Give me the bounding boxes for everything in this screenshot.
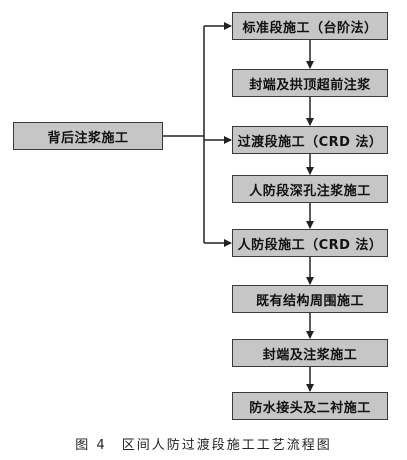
step-deep-hole-grouting-box: 人防段深孔注浆施工 [232,175,388,203]
step-waterproof-lining-box: 防水接头及二衬施工 [232,392,388,420]
step-existing-structure-box: 既有结构周围施工 [232,285,388,313]
step-civil-defense-section-box: 人防段施工（CRD 法） [232,229,388,257]
step-label: 标准段施工（台阶法） [242,20,378,36]
step-label: 人防段深孔注浆施工 [249,183,371,199]
step-label: 人防段施工（CRD 法） [237,237,383,253]
step-label: 封端及注浆施工 [262,347,358,363]
step-label: 既有结构周围施工 [255,293,364,309]
step-label: 封端及拱顶超前注浆 [249,77,371,93]
step-end-sealing-grouting-box: 封端及注浆施工 [232,339,388,367]
figure-caption: 图 4 区间人防过渡段施工工艺流程图 [75,438,332,453]
step-label: 过渡段施工（CRD 法） [237,134,383,150]
step-transition-section-box: 过渡段施工（CRD 法） [232,126,388,154]
step-end-sealing-pregrouting-box: 封端及拱顶超前注浆 [232,69,388,97]
step-label: 防水接头及二衬施工 [249,400,371,416]
grouting-behind-box: 背后注浆施工 [13,122,163,150]
step-standard-section-box: 标准段施工（台阶法） [232,12,388,40]
grouting-behind-label: 背后注浆施工 [47,130,129,146]
